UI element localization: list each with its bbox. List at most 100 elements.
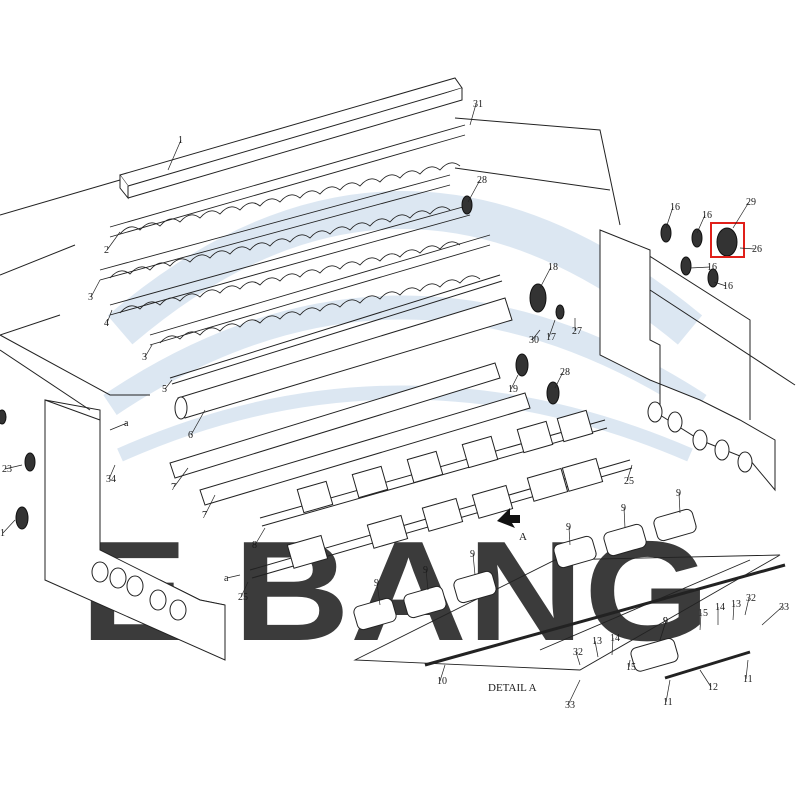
- callout-label: 33: [779, 602, 789, 613]
- callout-label: 9: [566, 522, 571, 533]
- callout-label: 6: [188, 430, 193, 441]
- callout-label: 16: [670, 202, 680, 213]
- rollers: [169, 274, 633, 579]
- callout-label: a: [124, 418, 129, 429]
- callout-label: 8: [252, 540, 257, 551]
- worm-shaft-4: [109, 204, 471, 316]
- leader-line-p16b: [696, 214, 706, 234]
- left-frame-plate: [44, 399, 226, 661]
- leader-line-p9f: [678, 492, 681, 514]
- callout-label: 13: [592, 636, 602, 647]
- leader-line-p8: [254, 527, 266, 546]
- leader-line-p11a: [665, 679, 671, 703]
- leader-line-p1b: [2, 519, 16, 534]
- worm-shaft-3a: [99, 174, 451, 281]
- gear-1b: [15, 506, 29, 530]
- callout-label: 30: [529, 335, 539, 346]
- leader-line-pa1: [109, 422, 128, 431]
- leader-line-p31: [469, 103, 477, 126]
- callout-label: 29: [746, 197, 756, 208]
- callout-label: 1: [0, 528, 5, 539]
- leader-line-p28b: [554, 371, 564, 389]
- leader-line-p19: [510, 374, 519, 390]
- callout-label: 9: [423, 565, 428, 576]
- leader-line-p16d: [713, 281, 727, 287]
- worm-shafts: [99, 124, 491, 346]
- leader-line-p9h: [659, 620, 667, 641]
- callout-label: 28: [477, 175, 487, 186]
- callout-label: 9: [374, 578, 379, 589]
- detail-a-caption: DETAIL A: [488, 682, 537, 694]
- leader-line-p33a: [567, 679, 581, 706]
- callout-label: 5: [162, 384, 167, 395]
- gear-16-a: [660, 223, 672, 243]
- leader-line-p9a: [376, 582, 381, 606]
- gear-16-c: [680, 256, 692, 276]
- roller-7b: [199, 392, 531, 506]
- gear-28-mid: [546, 381, 560, 405]
- leader-line-p28a: [467, 179, 481, 203]
- callout-label: 16: [723, 281, 733, 292]
- callout-label: 17: [546, 332, 556, 343]
- callout-label: 9: [676, 488, 681, 499]
- right-frame-plate: [599, 229, 776, 492]
- leader-line-p30: [531, 329, 541, 341]
- leader-lines: [2, 103, 783, 706]
- callout-label: 25: [624, 476, 634, 487]
- leader-line-p9e: [623, 507, 626, 529]
- leader-line-p25b: [240, 581, 249, 598]
- leader-line-p13b: [732, 603, 735, 621]
- callout-label: 32: [746, 593, 756, 604]
- leader-line-p9b: [425, 569, 429, 591]
- callout-label: 23: [2, 464, 12, 475]
- leader-line-p34: [108, 464, 116, 480]
- callout-label: 2: [104, 245, 109, 256]
- leader-line-p23: [4, 464, 23, 470]
- callout-label: 14: [715, 602, 725, 613]
- view-arrow-label: A: [519, 531, 527, 543]
- callout-label: 3: [142, 352, 147, 363]
- leader-line-p4: [106, 309, 113, 324]
- roller-7a: [169, 362, 501, 479]
- callout-label: 7: [171, 482, 176, 493]
- callout-label: 18: [548, 262, 558, 273]
- gear-29: [716, 227, 738, 257]
- leader-line-p25a: [626, 464, 633, 482]
- leader-line-p9c: [472, 553, 476, 576]
- callout-label: 14: [610, 633, 620, 644]
- callout-label: 16: [702, 210, 712, 221]
- callout-label: a: [224, 573, 229, 584]
- callout-label: 9: [663, 616, 668, 627]
- callout-label: 10: [437, 676, 447, 687]
- callout-label: 15: [698, 608, 708, 619]
- leader-line-p16a: [665, 206, 674, 229]
- leader-line-p13a: [594, 640, 599, 658]
- callout-label: 11: [743, 674, 753, 685]
- leader-line-p29: [732, 201, 750, 229]
- leader-line-p10: [439, 664, 446, 682]
- leader-line-p15a: [628, 659, 631, 668]
- callout-label: 9: [621, 503, 626, 514]
- leader-line-p17: [548, 319, 556, 338]
- gear-16-b: [691, 228, 703, 248]
- gear-23: [24, 452, 36, 472]
- leader-line-p16c: [689, 266, 711, 269]
- leader-line-p6: [190, 409, 206, 436]
- leader-line-p11b: [745, 659, 749, 680]
- leader-line-p7a: [173, 467, 189, 488]
- leader-line-p1: [167, 139, 182, 171]
- leader-line-p32b: [744, 597, 750, 616]
- callout-label: 4: [104, 318, 109, 329]
- worm-shaft-2: [108, 124, 467, 238]
- callout-label: 19: [508, 384, 518, 395]
- callout-label: 9: [470, 549, 475, 560]
- sleeves-9: [353, 508, 697, 672]
- gear-19: [515, 353, 529, 377]
- leader-line-p7b: [204, 494, 216, 516]
- callout-label: 28: [560, 367, 570, 378]
- callout-label: 26: [752, 244, 762, 255]
- gear-left-top: [0, 409, 7, 425]
- gears: [0, 195, 738, 530]
- gear-17: [555, 304, 565, 320]
